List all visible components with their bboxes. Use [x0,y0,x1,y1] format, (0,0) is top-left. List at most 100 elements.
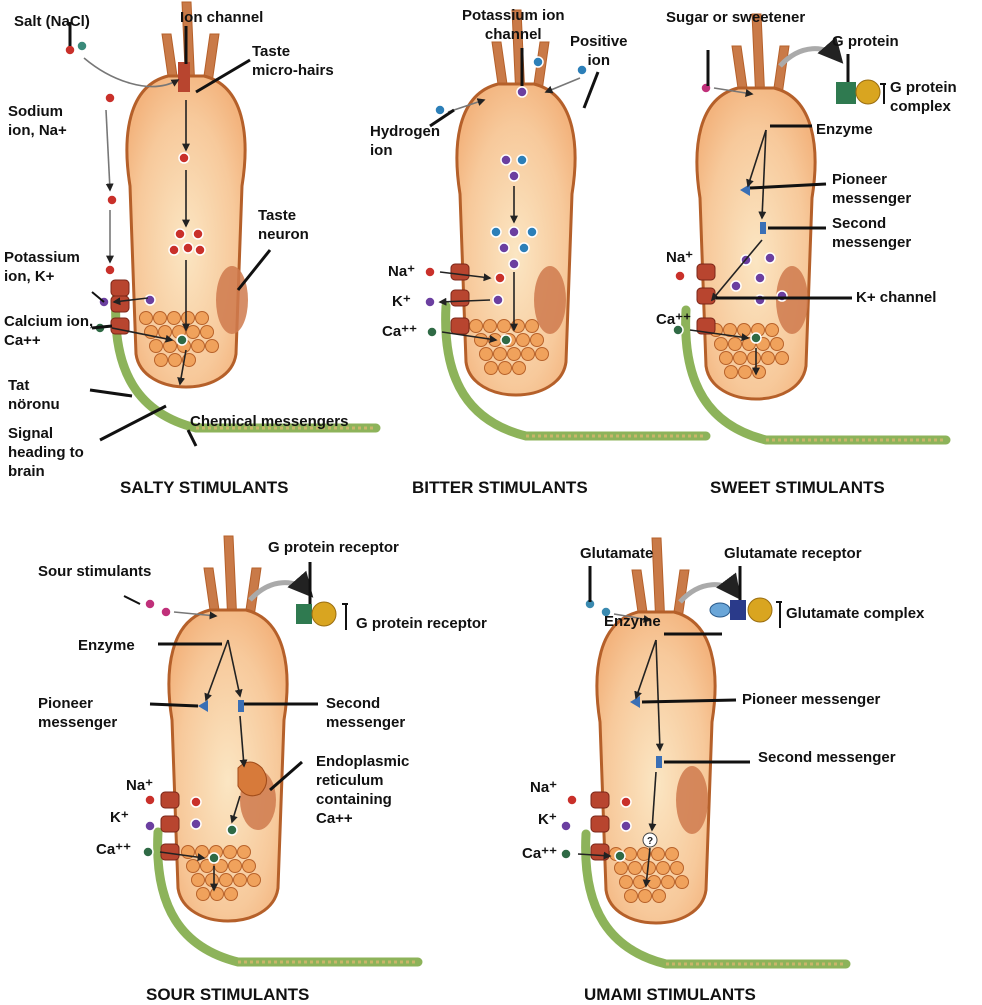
sweet-vesicle-15 [725,366,738,379]
umami-glutamate-complex [748,598,772,622]
sour-vesicle-12 [220,874,233,887]
salty-vesicle-8 [187,326,200,339]
bitter-positive-ion-a [533,57,543,67]
bitter-vesicle-2 [498,320,511,333]
sweet-vesicle-10 [720,352,733,365]
sour-ca-in [209,853,219,863]
umami-vesicle-5 [615,862,628,875]
label-bitter-ca: Ca⁺⁺ [382,322,417,341]
caption-sour-stimulants: SOUR STIMULANTS [146,985,309,1005]
label-sweet-enzyme: Enzyme [816,120,873,139]
salty-leader-tat [90,390,132,396]
bitter-nucleus [534,266,566,334]
bitter-vesicle-12 [508,348,521,361]
bitter-ion-inside-5 [527,227,537,237]
sweet-vesicle-11 [734,352,747,365]
sweet-g-protein [836,82,856,104]
umami-k-out [561,821,571,831]
sweet-vesicle-16 [739,366,752,379]
bitter-ion-inside-0 [501,155,511,165]
label-signal-heading-to-brain: Signal heading to brain [8,424,84,481]
label-calcium-ion: Calcium ion, Ca++ [4,312,93,350]
salty-sodium-inside-2 [193,229,203,239]
sour-na-out [145,795,155,805]
salty-leader-chemical [188,430,196,446]
sweet-vesicle-9 [771,338,784,351]
salty-channel-na [111,280,129,296]
salty-vesicle-6 [159,326,172,339]
umami-vesicle-8 [657,862,670,875]
label-hydrogen-ion: Hydrogen ion [370,122,440,160]
umami-vesicle-6 [629,862,642,875]
salty-sodium-inside-1 [175,229,185,239]
sweet-vesicle-2 [738,324,751,337]
bitter-vesicle-4 [526,320,539,333]
salty-sodium-inside-5 [195,245,205,255]
sweet-vesicle-12 [748,352,761,365]
umami-ca-in [615,851,625,861]
label-taste-neuron: Taste neuron [258,206,309,244]
label-potassium-ion-channel: Potassium ion channel [462,6,565,44]
salty-arrow-sodium-down [106,110,110,190]
salty-vesicle-9 [201,326,214,339]
caption-salty-stimulants: SALTY STIMULANTS [120,478,288,498]
umami-vesicle-4 [666,848,679,861]
label-glutamate-complex: Glutamate complex [786,604,924,623]
umami-vesicle-1 [624,848,637,861]
umami-na-in [621,797,631,807]
label-sour-k: K⁺ [110,808,129,827]
umami-vesicle-13 [662,876,675,889]
label-sour-ca: Ca⁺⁺ [96,840,131,859]
salty-leader-calcium [92,326,112,328]
sour-channel-na [161,792,179,808]
salty-potassium-ion-in [145,295,155,305]
label-taste-micro-hairs: Taste micro-hairs [252,42,334,80]
bitter-na-in [495,273,505,283]
salty-sodium-ion-2 [107,195,117,205]
bitter-ca-in [501,335,511,345]
salty-vesicle-14 [206,340,219,353]
umami-arrow-to-receptor [680,585,738,602]
bitter-ion-inside-1 [517,155,527,165]
bitter-potassium-ion [517,87,527,97]
salty-vesicle-10 [150,340,163,353]
sweet-vesicle-13 [762,352,775,365]
label-umami-pioneer-messenger: Pioneer messenger [742,690,880,709]
umami-vesicle-17 [653,890,666,903]
umami-channel-ca [591,844,609,860]
salty-ion-channel [178,62,190,92]
sour-vesicle-4 [238,846,251,859]
bitter-na-out [425,267,435,277]
label-sour-pioneer-messenger: Pioneer messenger [38,694,117,732]
sour-vesicle-16 [211,888,224,901]
sweet-g-protein-complex [856,80,880,104]
sweet-vesicle-6 [729,338,742,351]
sour-vesicle-5 [187,860,200,873]
umami-vesicle-10 [620,876,633,889]
bitter-ion-inside-8 [509,259,519,269]
sweet-potassium-ion-2 [731,281,741,291]
label-sweet-na: Na⁺ [666,248,693,267]
salty-vesicle-0 [140,312,153,325]
label-sweet-second-messenger: Second messenger [832,214,911,252]
umami-glutamate-receptor [730,600,746,620]
label-sodium-ion: Sodium ion, Na+ [8,102,67,140]
sour-na-in [191,797,201,807]
salty-leader-neuron [238,250,270,290]
sour-k-in [191,819,201,829]
caption-bitter-stimulants: BITTER STIMULANTS [412,478,588,498]
label-umami-k: K⁺ [538,810,557,829]
salty-sodium-inside-0 [179,153,189,163]
sweet-na-out [675,271,685,281]
umami-vesicle-14 [676,876,689,889]
salty-sodium-inside-4 [169,245,179,255]
sweet-vesicle-17 [753,366,766,379]
sour-vesicle-8 [229,860,242,873]
label-sour-na: Na⁺ [126,776,153,795]
label-sour-second-messenger: Second messenger [326,694,405,732]
bitter-ion-inside-7 [519,243,529,253]
bitter-vesicle-0 [470,320,483,333]
label-potassium-ion: Potassium ion, K+ [4,248,80,286]
label-bitter-na: Na⁺ [388,262,415,281]
